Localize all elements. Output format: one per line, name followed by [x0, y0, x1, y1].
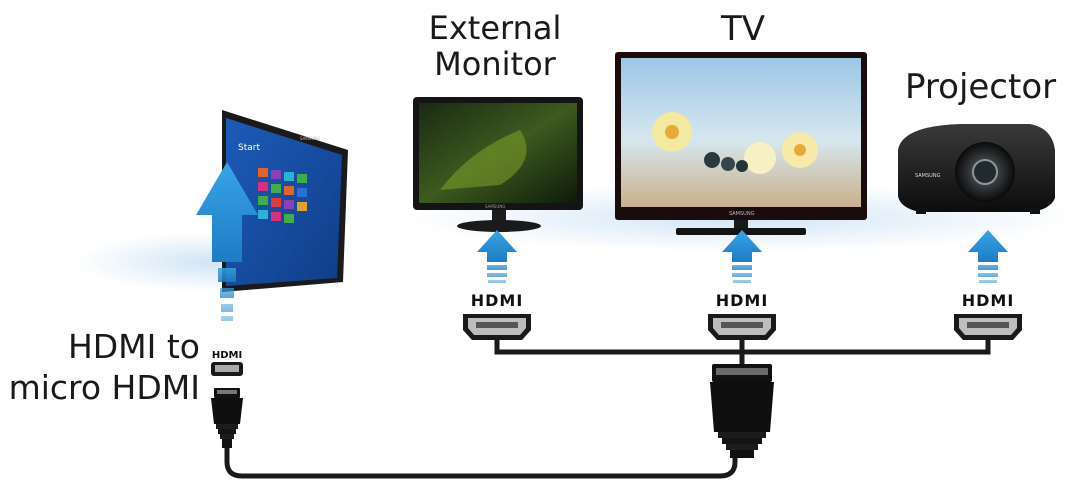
cable-main	[224, 448, 738, 479]
tv-brand-text: SAMSUNG	[729, 211, 755, 217]
flower-2	[744, 142, 776, 174]
arrow-monitor	[477, 230, 517, 283]
tablet-start-text: Start	[238, 143, 260, 153]
hdmi-port-tv	[708, 314, 776, 340]
tablet-brand-text: SAMSUNG	[300, 136, 320, 141]
tv-device: SAMSUNG	[615, 52, 867, 235]
external-monitor-label: External Monitor	[420, 10, 570, 82]
adapter-label-line1: HDMI to	[67, 327, 200, 366]
arrow-tablet	[196, 162, 258, 321]
external-monitor-label-line2: Monitor	[434, 45, 556, 83]
hdmi-port-projector	[954, 314, 1022, 340]
hdmi-logo-projector: HDMI	[962, 291, 1015, 310]
projector-device: SAMSUNG	[898, 124, 1055, 214]
arrow-tv	[722, 230, 762, 283]
adapter-label-line2: micro HDMI	[8, 368, 200, 407]
hdmi-plug-large	[710, 364, 774, 458]
arrow-projector	[968, 230, 1008, 283]
tablet-start-tiles	[258, 168, 307, 223]
adapter-label: HDMI to micro HDMI	[0, 326, 200, 408]
hdmi-port-monitor	[463, 314, 531, 340]
hdmi-logo-tv: HDMI	[716, 291, 769, 310]
hdmi-logo-adapter: HDMI	[212, 350, 242, 361]
hdmi-logo-monitor: HDMI	[471, 291, 524, 310]
projector-brand-text: SAMSUNG	[915, 173, 941, 179]
tv-label: TV	[720, 9, 766, 49]
micro-hdmi-plug	[211, 388, 243, 448]
projector-label: Projector	[905, 67, 1057, 107]
tablet-device: Start SAMSUNG	[222, 110, 348, 292]
monitor-brand-text: SAMSUNG	[485, 204, 505, 209]
micro-hdmi-port	[211, 362, 243, 376]
external-monitor-label-line1: External	[428, 9, 562, 47]
external-monitor-device: SAMSUNG	[413, 97, 583, 232]
